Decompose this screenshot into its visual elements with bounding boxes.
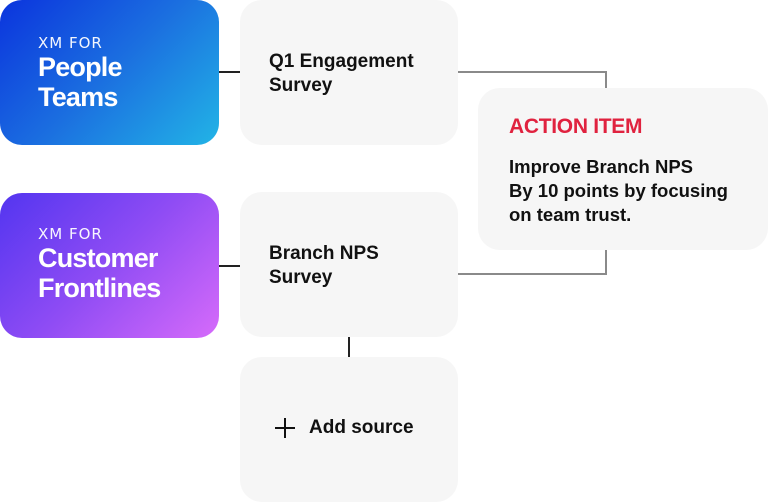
connector-people-to-q1 (219, 71, 240, 73)
connector-nps-to-action-h (458, 273, 607, 275)
survey-label-line2: Survey (269, 75, 333, 96)
add-source-button[interactable]: Add source (240, 357, 458, 502)
add-source-label: Add source (309, 417, 414, 438)
card-title-line1: Customer (38, 243, 158, 273)
xm-customer-frontlines-card[interactable]: XM FOR Customer Frontlines (0, 193, 219, 338)
connector-q1-to-action-v (605, 71, 607, 88)
card-prefix: XM FOR (38, 225, 103, 243)
action-item-line3: on team trust. (509, 204, 632, 225)
connector-q1-to-action-h (458, 71, 607, 73)
q1-engagement-survey-card[interactable]: Q1 Engagement Survey (240, 0, 458, 145)
action-item-heading: ACTION ITEM (509, 115, 643, 138)
action-item-body: Improve Branch NPS By 10 points by focus… (509, 155, 728, 227)
card-title-line1: People (38, 52, 123, 82)
survey-label: Q1 Engagement Survey (269, 50, 414, 98)
action-item-card[interactable]: ACTION ITEM Improve Branch NPS By 10 poi… (478, 88, 768, 250)
survey-label-line2: Survey (269, 267, 333, 288)
connector-nps-to-action-v (605, 250, 607, 275)
plus-icon (275, 418, 295, 438)
action-item-line1: Improve Branch NPS (509, 156, 694, 177)
card-title-line2: Teams (38, 82, 118, 112)
branch-nps-survey-card[interactable]: Branch NPS Survey (240, 192, 458, 337)
survey-label: Branch NPS Survey (269, 242, 379, 290)
card-prefix: XM FOR (38, 34, 103, 52)
survey-label-line1: Q1 Engagement (269, 51, 414, 72)
add-source-row: Add source (275, 417, 414, 439)
connector-nps-to-add (348, 337, 350, 357)
connector-customer-to-nps (219, 265, 240, 267)
action-item-line2: By 10 points by focusing (509, 180, 728, 201)
card-title-line2: Frontlines (38, 273, 161, 303)
survey-label-line1: Branch NPS (269, 243, 379, 264)
xm-people-teams-card[interactable]: XM FOR People Teams (0, 0, 219, 145)
